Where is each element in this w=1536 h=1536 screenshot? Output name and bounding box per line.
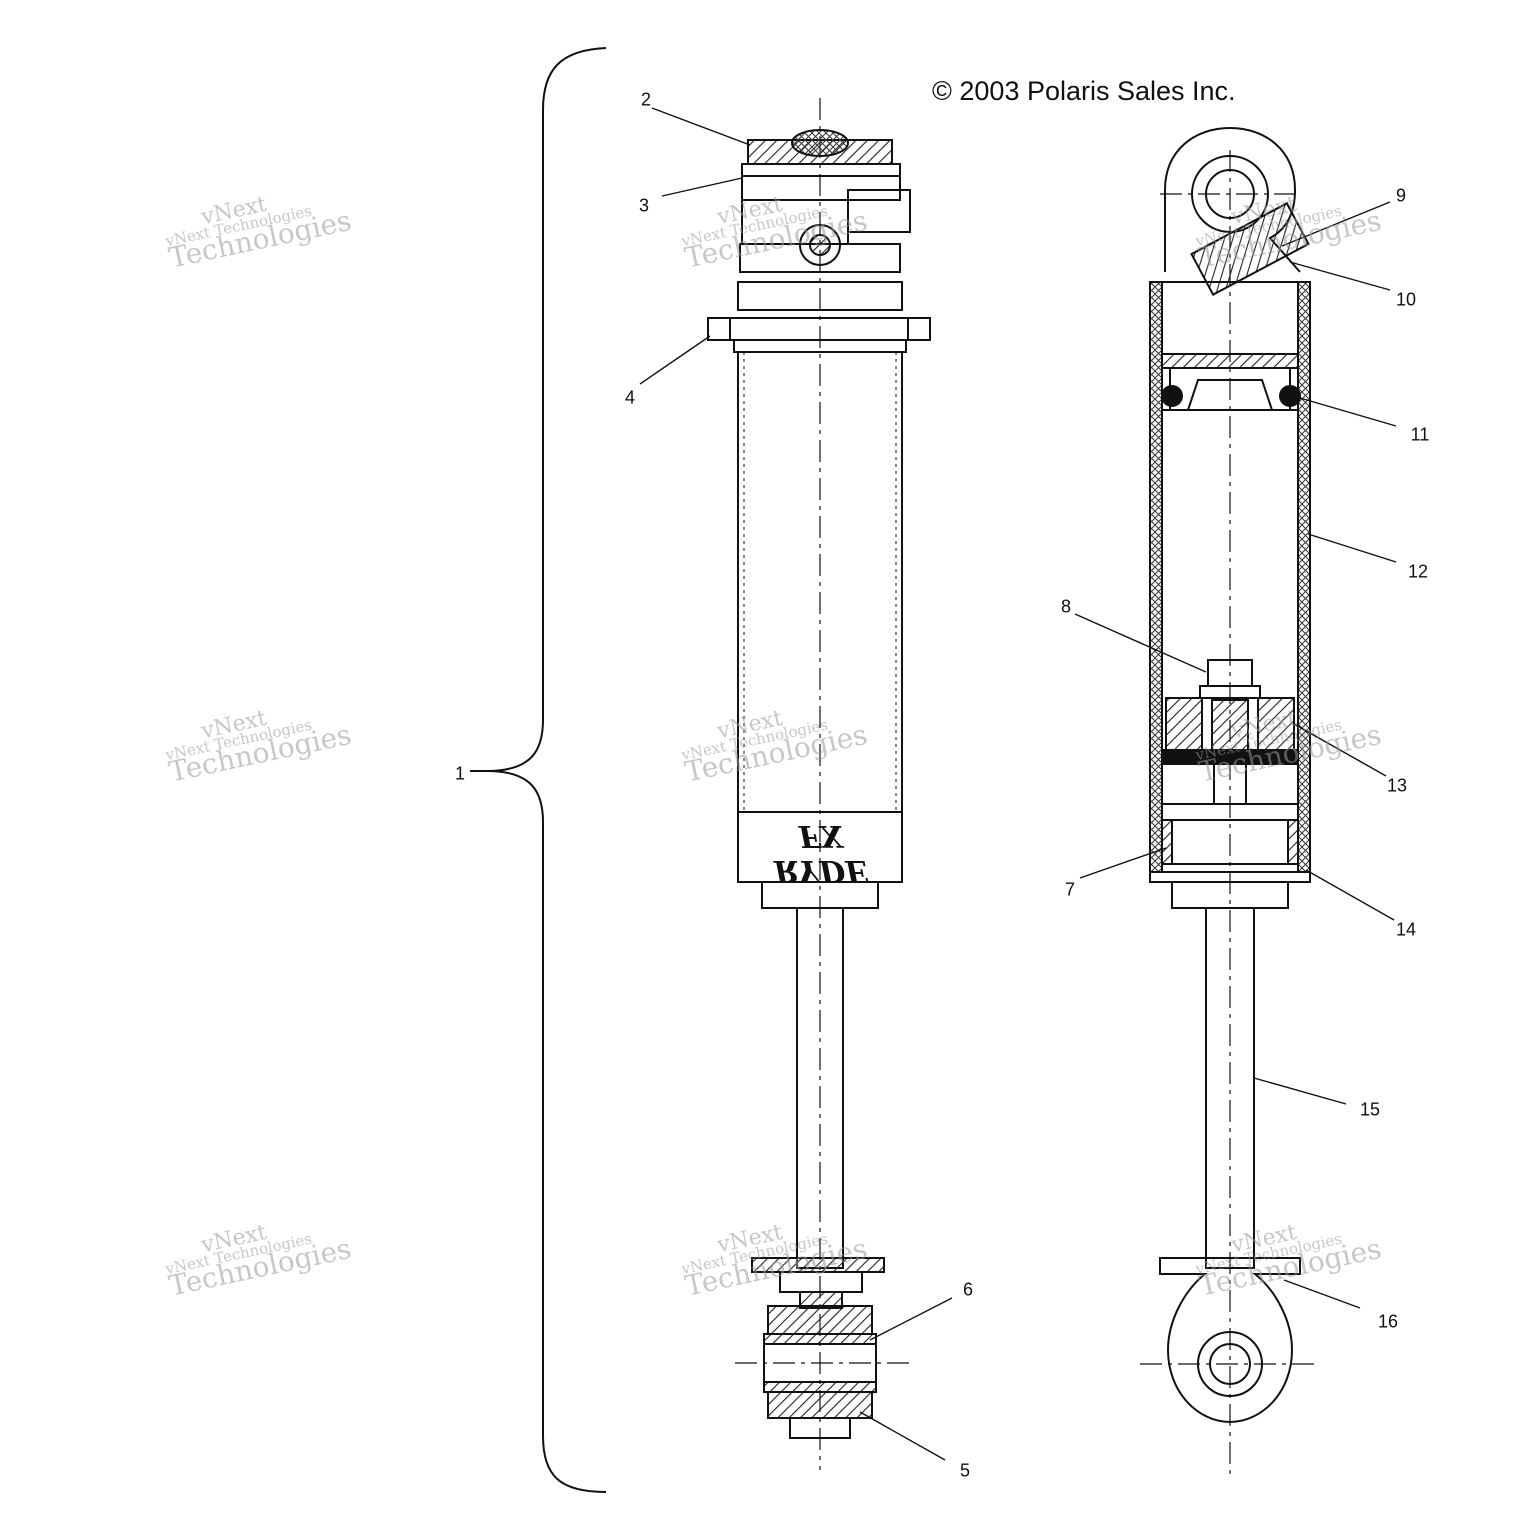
floating-piston [1161, 353, 1299, 369]
callout-2: 2 [640, 89, 652, 110]
bottom-eye [1159, 1257, 1301, 1424]
callout-7: 7 [1064, 879, 1076, 900]
preload-nut [707, 317, 931, 341]
bottom-bushing [767, 1305, 873, 1335]
bottom-eye-bushing [767, 1391, 873, 1419]
callout-5: 5 [959, 1460, 971, 1481]
callout-8: 8 [1060, 596, 1072, 617]
reservoir-body [741, 163, 901, 177]
callout-6: 6 [962, 1279, 974, 1300]
callout-1: 1 [454, 763, 466, 784]
copyright-text: © 2003 Polaris Sales Inc. [932, 76, 1236, 106]
assembly-brace [489, 47, 607, 1493]
callout-15: 15 [1359, 1099, 1381, 1120]
callout-14: 14 [1395, 919, 1417, 940]
callout-9: 9 [1395, 185, 1407, 206]
leader-lines [639, 107, 1397, 1461]
callout-11: 11 [1410, 424, 1430, 445]
callout-12: 12 [1407, 561, 1429, 582]
callout-3: 3 [638, 195, 650, 216]
callout-4: 4 [624, 387, 636, 408]
brand-logo: RYDE FX [773, 818, 869, 888]
callout-16: 16 [1377, 1311, 1399, 1332]
right-shaft [1205, 907, 1255, 1269]
callout-13: 13 [1386, 775, 1408, 796]
callout-10: 10 [1395, 289, 1417, 310]
